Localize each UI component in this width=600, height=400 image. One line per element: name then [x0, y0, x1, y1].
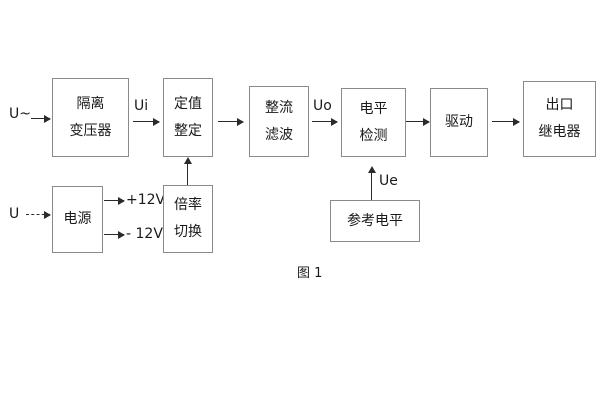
block-rectify-filter: 整流 滤波	[249, 86, 309, 157]
figure-caption: 图 1	[297, 266, 323, 281]
block-level-detection: 电平 检测	[341, 88, 406, 157]
arrow-ac-to-isolation-transformer	[31, 114, 51, 123]
block-rectify-filter-line-2: 滤波	[265, 126, 293, 143]
input-label-dc: U	[9, 206, 20, 222]
arrow-level-detection-to-drive	[406, 117, 430, 126]
block-drive-line-1: 驱动	[445, 114, 473, 131]
block-isolation-transformer: 隔离 变压器	[52, 78, 129, 157]
arrow-power-supply-positive-rail	[104, 196, 125, 205]
block-reference-level: 参考电平	[330, 200, 420, 242]
arrow-reference-level-to-level-detection	[367, 166, 376, 200]
block-multiplier-switch-line-1: 倍率	[174, 197, 202, 214]
block-isolation-transformer-line-2: 变压器	[69, 122, 112, 139]
arrow-multiplier-switch-to-setting-value	[183, 157, 192, 185]
arrow-isolation-transformer-to-setting-value	[133, 117, 160, 126]
block-level-detection-line-2: 检测	[359, 127, 388, 144]
arrow-setting-value-to-rectify-filter	[218, 117, 244, 126]
block-power-supply-line-1: 电源	[63, 211, 92, 228]
rail-label-positive: +12V	[126, 192, 166, 208]
arrow-power-supply-negative-rail	[104, 230, 125, 239]
block-rectify-filter-line-1: 整流	[265, 99, 293, 116]
block-setting-value: 定值 整定	[163, 78, 213, 157]
arrow-dc-to-power-supply	[26, 210, 51, 219]
block-multiplier-switch: 倍率 切换	[163, 185, 213, 253]
arrow-rectify-filter-to-level-detection	[312, 117, 338, 126]
block-drive: 驱动	[430, 88, 488, 157]
block-setting-value-line-1: 定值	[174, 95, 202, 112]
block-setting-value-line-2: 整定	[174, 122, 202, 139]
block-reference-level-line-1: 参考电平	[347, 212, 403, 229]
input-label-ac: U~	[9, 106, 31, 122]
block-power-supply: 电源	[52, 186, 103, 253]
block-level-detection-line-1: 电平	[359, 100, 388, 117]
arrow-drive-to-output-relay	[492, 117, 520, 126]
signal-label-ui: Ui	[134, 98, 149, 114]
signal-label-ue: Ue	[379, 173, 398, 189]
block-multiplier-switch-line-2: 切换	[174, 224, 202, 240]
rail-label-negative: - 12V	[126, 226, 163, 242]
block-output-relay-line-1: 出口	[545, 97, 574, 114]
signal-label-uo: Uo	[313, 98, 332, 114]
block-isolation-transformer-line-1: 隔离	[76, 95, 105, 112]
block-output-relay: 出口 继电器	[523, 81, 596, 157]
block-output-relay-line-2: 继电器	[538, 124, 581, 140]
